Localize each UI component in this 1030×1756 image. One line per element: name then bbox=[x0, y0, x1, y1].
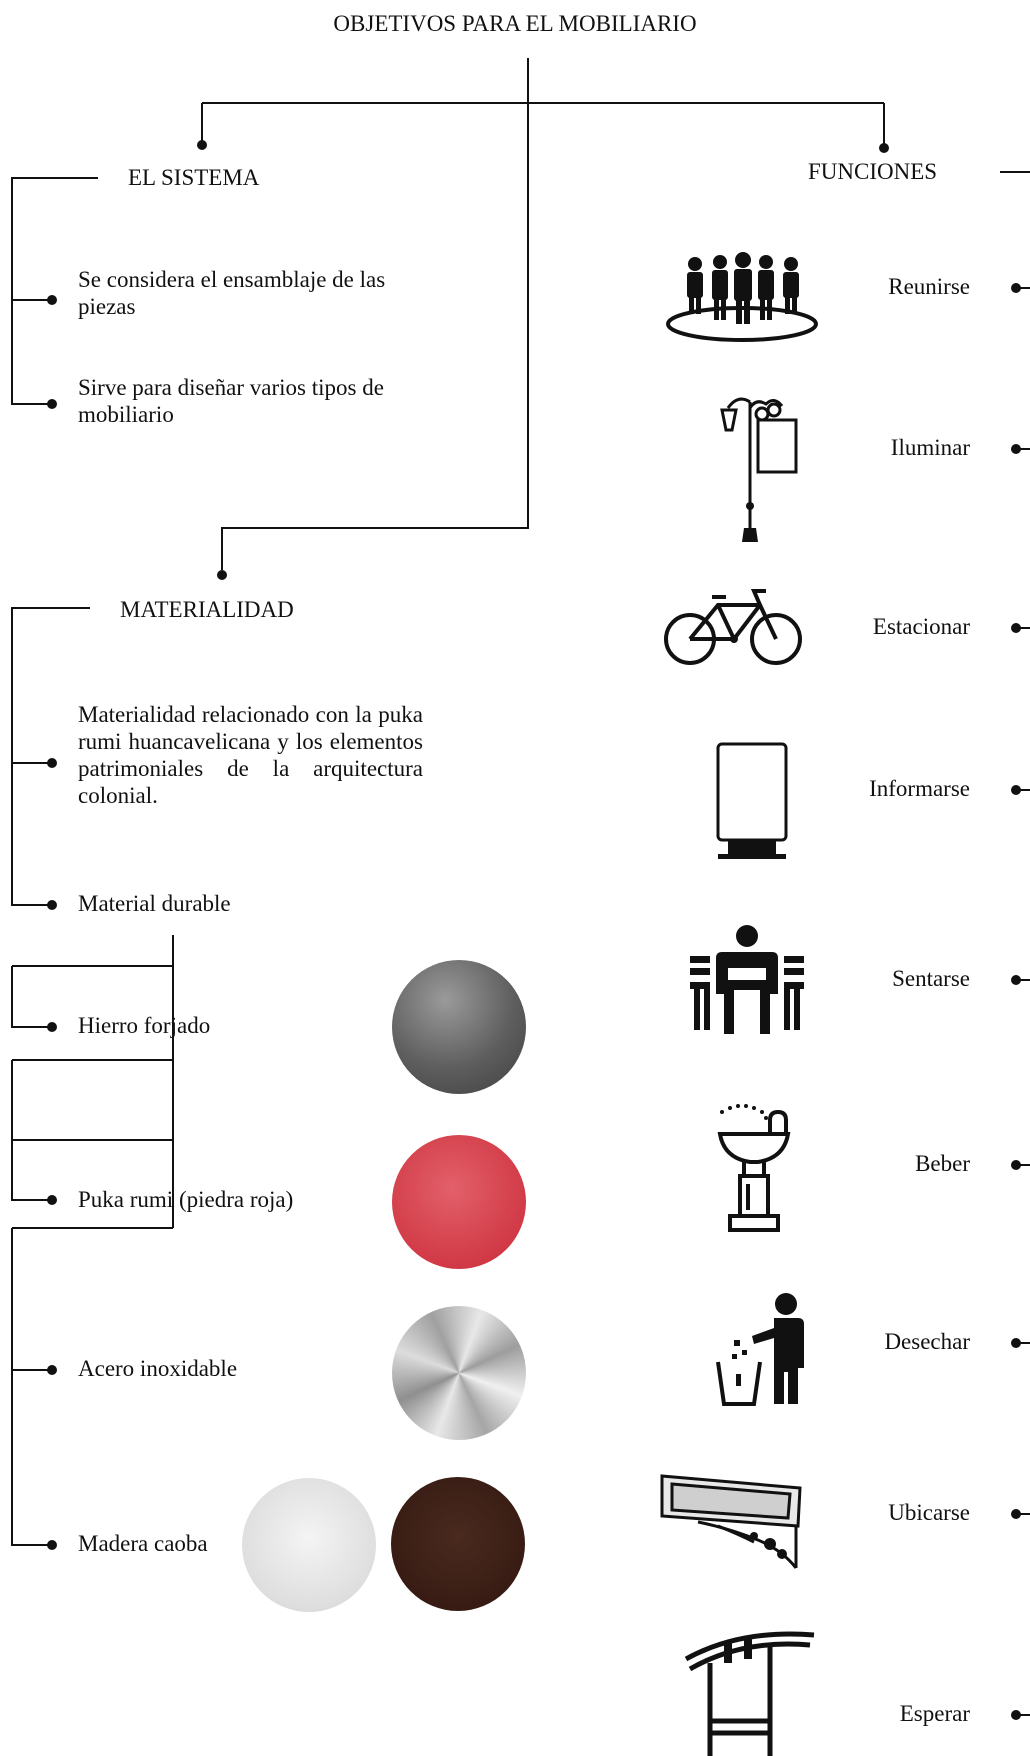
puka-rumi-swatch bbox=[392, 1135, 526, 1269]
bicycle-icon bbox=[664, 589, 802, 665]
person-sitting-bench-icon bbox=[690, 925, 804, 1034]
madera-caoba-swatch bbox=[391, 1477, 525, 1611]
materialidad-description: Materialidad relacionado con la puka rum… bbox=[78, 702, 423, 808]
funcion-label: Sentarse bbox=[892, 966, 970, 991]
bus-shelter-icon bbox=[684, 1631, 815, 1756]
material-label: Hierro forjado bbox=[78, 1013, 211, 1038]
funcion-label: Iluminar bbox=[890, 435, 970, 460]
funcion-label: Beber bbox=[915, 1151, 970, 1176]
street-sign-icon bbox=[660, 1474, 802, 1569]
funciones-heading: FUNCIONES bbox=[808, 159, 938, 184]
acero-inoxidable-swatch bbox=[392, 1306, 526, 1440]
madera-clara-swatch bbox=[242, 1478, 376, 1612]
material-label: Acero inoxidable bbox=[78, 1356, 238, 1381]
funcion-label: Ubicarse bbox=[888, 1500, 970, 1525]
drinking-fountain-icon bbox=[717, 1104, 791, 1232]
page-title: OBJETIVOS PARA EL MOBILIARIO bbox=[333, 11, 697, 36]
funcion-label: Reunirse bbox=[888, 274, 970, 299]
sistema-heading: EL SISTEMA bbox=[128, 165, 260, 190]
material-label: Puka rumi (piedra roja) bbox=[78, 1187, 294, 1212]
street-lamp-icon bbox=[720, 397, 798, 542]
sistema-item: Sirve para diseñar varios tipos de mobil… bbox=[78, 375, 384, 427]
info-panel-icon bbox=[716, 742, 788, 859]
trash-disposal-icon bbox=[716, 1293, 804, 1406]
funcion-label: Estacionar bbox=[872, 614, 970, 639]
material-label: Madera caoba bbox=[78, 1531, 208, 1556]
funcion-label: Esperar bbox=[899, 1701, 970, 1726]
function-bullets bbox=[1011, 283, 1030, 1720]
hierro-forjado-swatch bbox=[392, 960, 526, 1094]
material-durable-label: Material durable bbox=[78, 891, 231, 916]
materialidad-heading: MATERIALIDAD bbox=[120, 597, 294, 622]
funcion-label: Desechar bbox=[884, 1329, 970, 1354]
people-group-icon bbox=[666, 252, 818, 342]
funcion-label: Informarse bbox=[869, 776, 970, 801]
sistema-item: Se considera el ensamblaje de las piezas bbox=[78, 267, 386, 319]
